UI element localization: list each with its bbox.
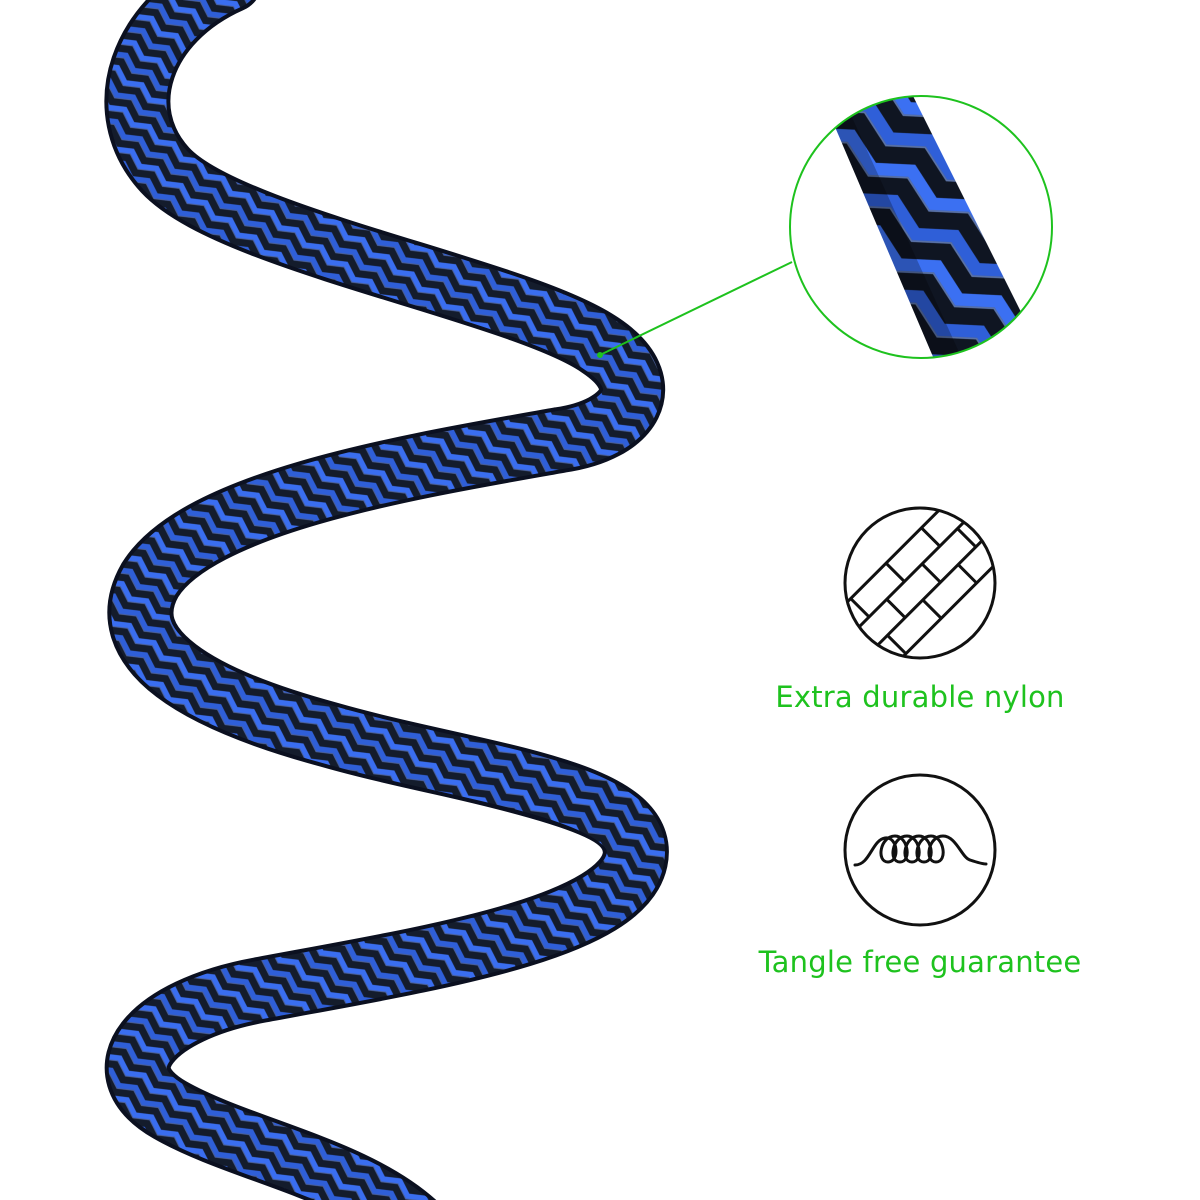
callout-dot (597, 352, 603, 358)
nylon-feature-label: Extra durable nylon (775, 680, 1065, 714)
coil-spring-icon (843, 773, 997, 927)
braided-cable (104, 0, 669, 1200)
braid-closeup-icon (789, 95, 1053, 359)
woven-nylon-icon (843, 506, 997, 660)
tangle-feature-label: Tangle free guarantee (758, 945, 1082, 979)
callout-line (599, 261, 793, 356)
